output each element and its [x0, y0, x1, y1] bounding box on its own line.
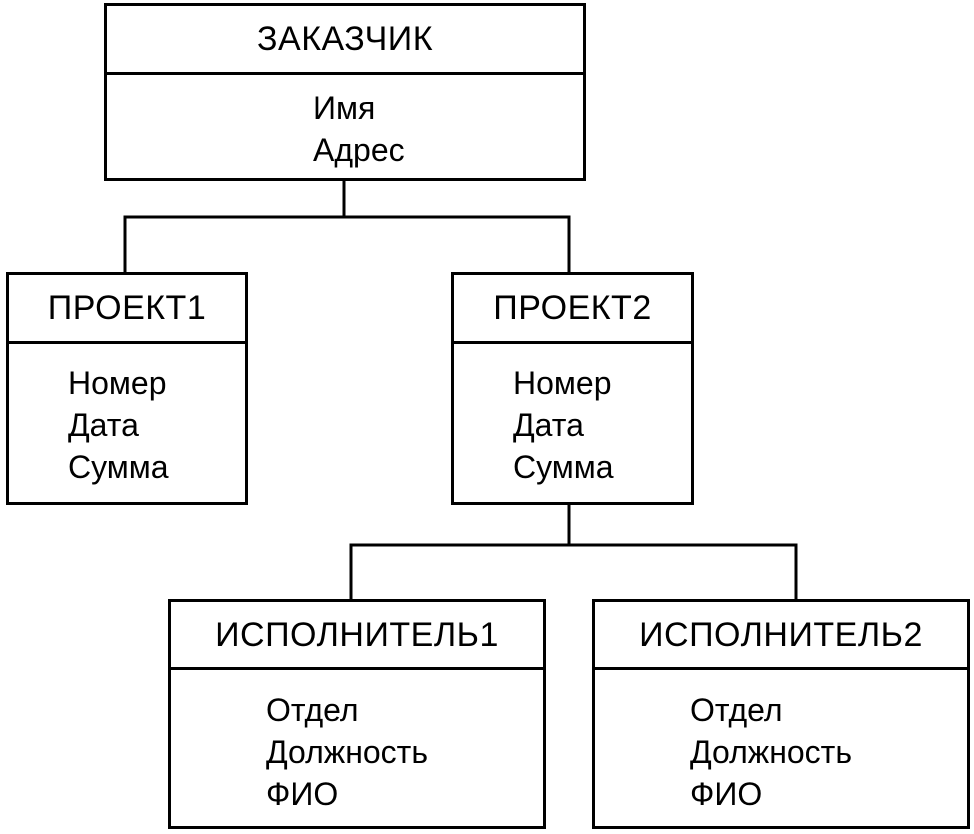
entity-executor1-attributes: Отдел Должность ФИО: [266, 689, 428, 815]
entity-project1-title: ПРОЕКТ1: [9, 275, 245, 344]
entity-project2: ПРОЕКТ2 Номер Дата Сумма: [451, 272, 694, 505]
entity-customer-attributes: Имя Адрес: [313, 87, 405, 171]
attribute-full-name: ФИО: [690, 776, 763, 812]
entity-executor2-attributes: Отдел Должность ФИО: [690, 689, 852, 815]
attribute-date: Дата: [513, 407, 584, 443]
entity-project1-attributes: Номер Дата Сумма: [68, 362, 169, 488]
attribute-number: Номер: [513, 365, 612, 401]
attribute-department: Отдел: [690, 692, 783, 728]
attribute-sum: Сумма: [68, 449, 169, 485]
entity-executor1-title: ИСПОЛНИТЕЛЬ1: [171, 602, 543, 670]
attribute-address: Адрес: [313, 132, 405, 168]
attribute-full-name: ФИО: [266, 776, 339, 812]
entity-customer: ЗАКАЗЧИК Имя Адрес: [104, 3, 586, 181]
attribute-position: Должность: [690, 734, 852, 770]
entity-executor2-title: ИСПОЛНИТЕЛЬ2: [595, 602, 967, 670]
attribute-position: Должность: [266, 734, 428, 770]
attribute-date: Дата: [68, 407, 139, 443]
entity-project1: ПРОЕКТ1 Номер Дата Сумма: [6, 272, 248, 505]
attribute-department: Отдел: [266, 692, 359, 728]
entity-project2-attributes: Номер Дата Сумма: [513, 362, 614, 488]
entity-customer-title: ЗАКАЗЧИК: [107, 6, 583, 75]
entity-executor1: ИСПОЛНИТЕЛЬ1 Отдел Должность ФИО: [168, 599, 546, 829]
attribute-sum: Сумма: [513, 449, 614, 485]
attribute-number: Номер: [68, 365, 167, 401]
entity-executor2: ИСПОЛНИТЕЛЬ2 Отдел Должность ФИО: [592, 599, 970, 829]
attribute-name: Имя: [313, 90, 376, 126]
entity-project2-title: ПРОЕКТ2: [454, 275, 691, 344]
